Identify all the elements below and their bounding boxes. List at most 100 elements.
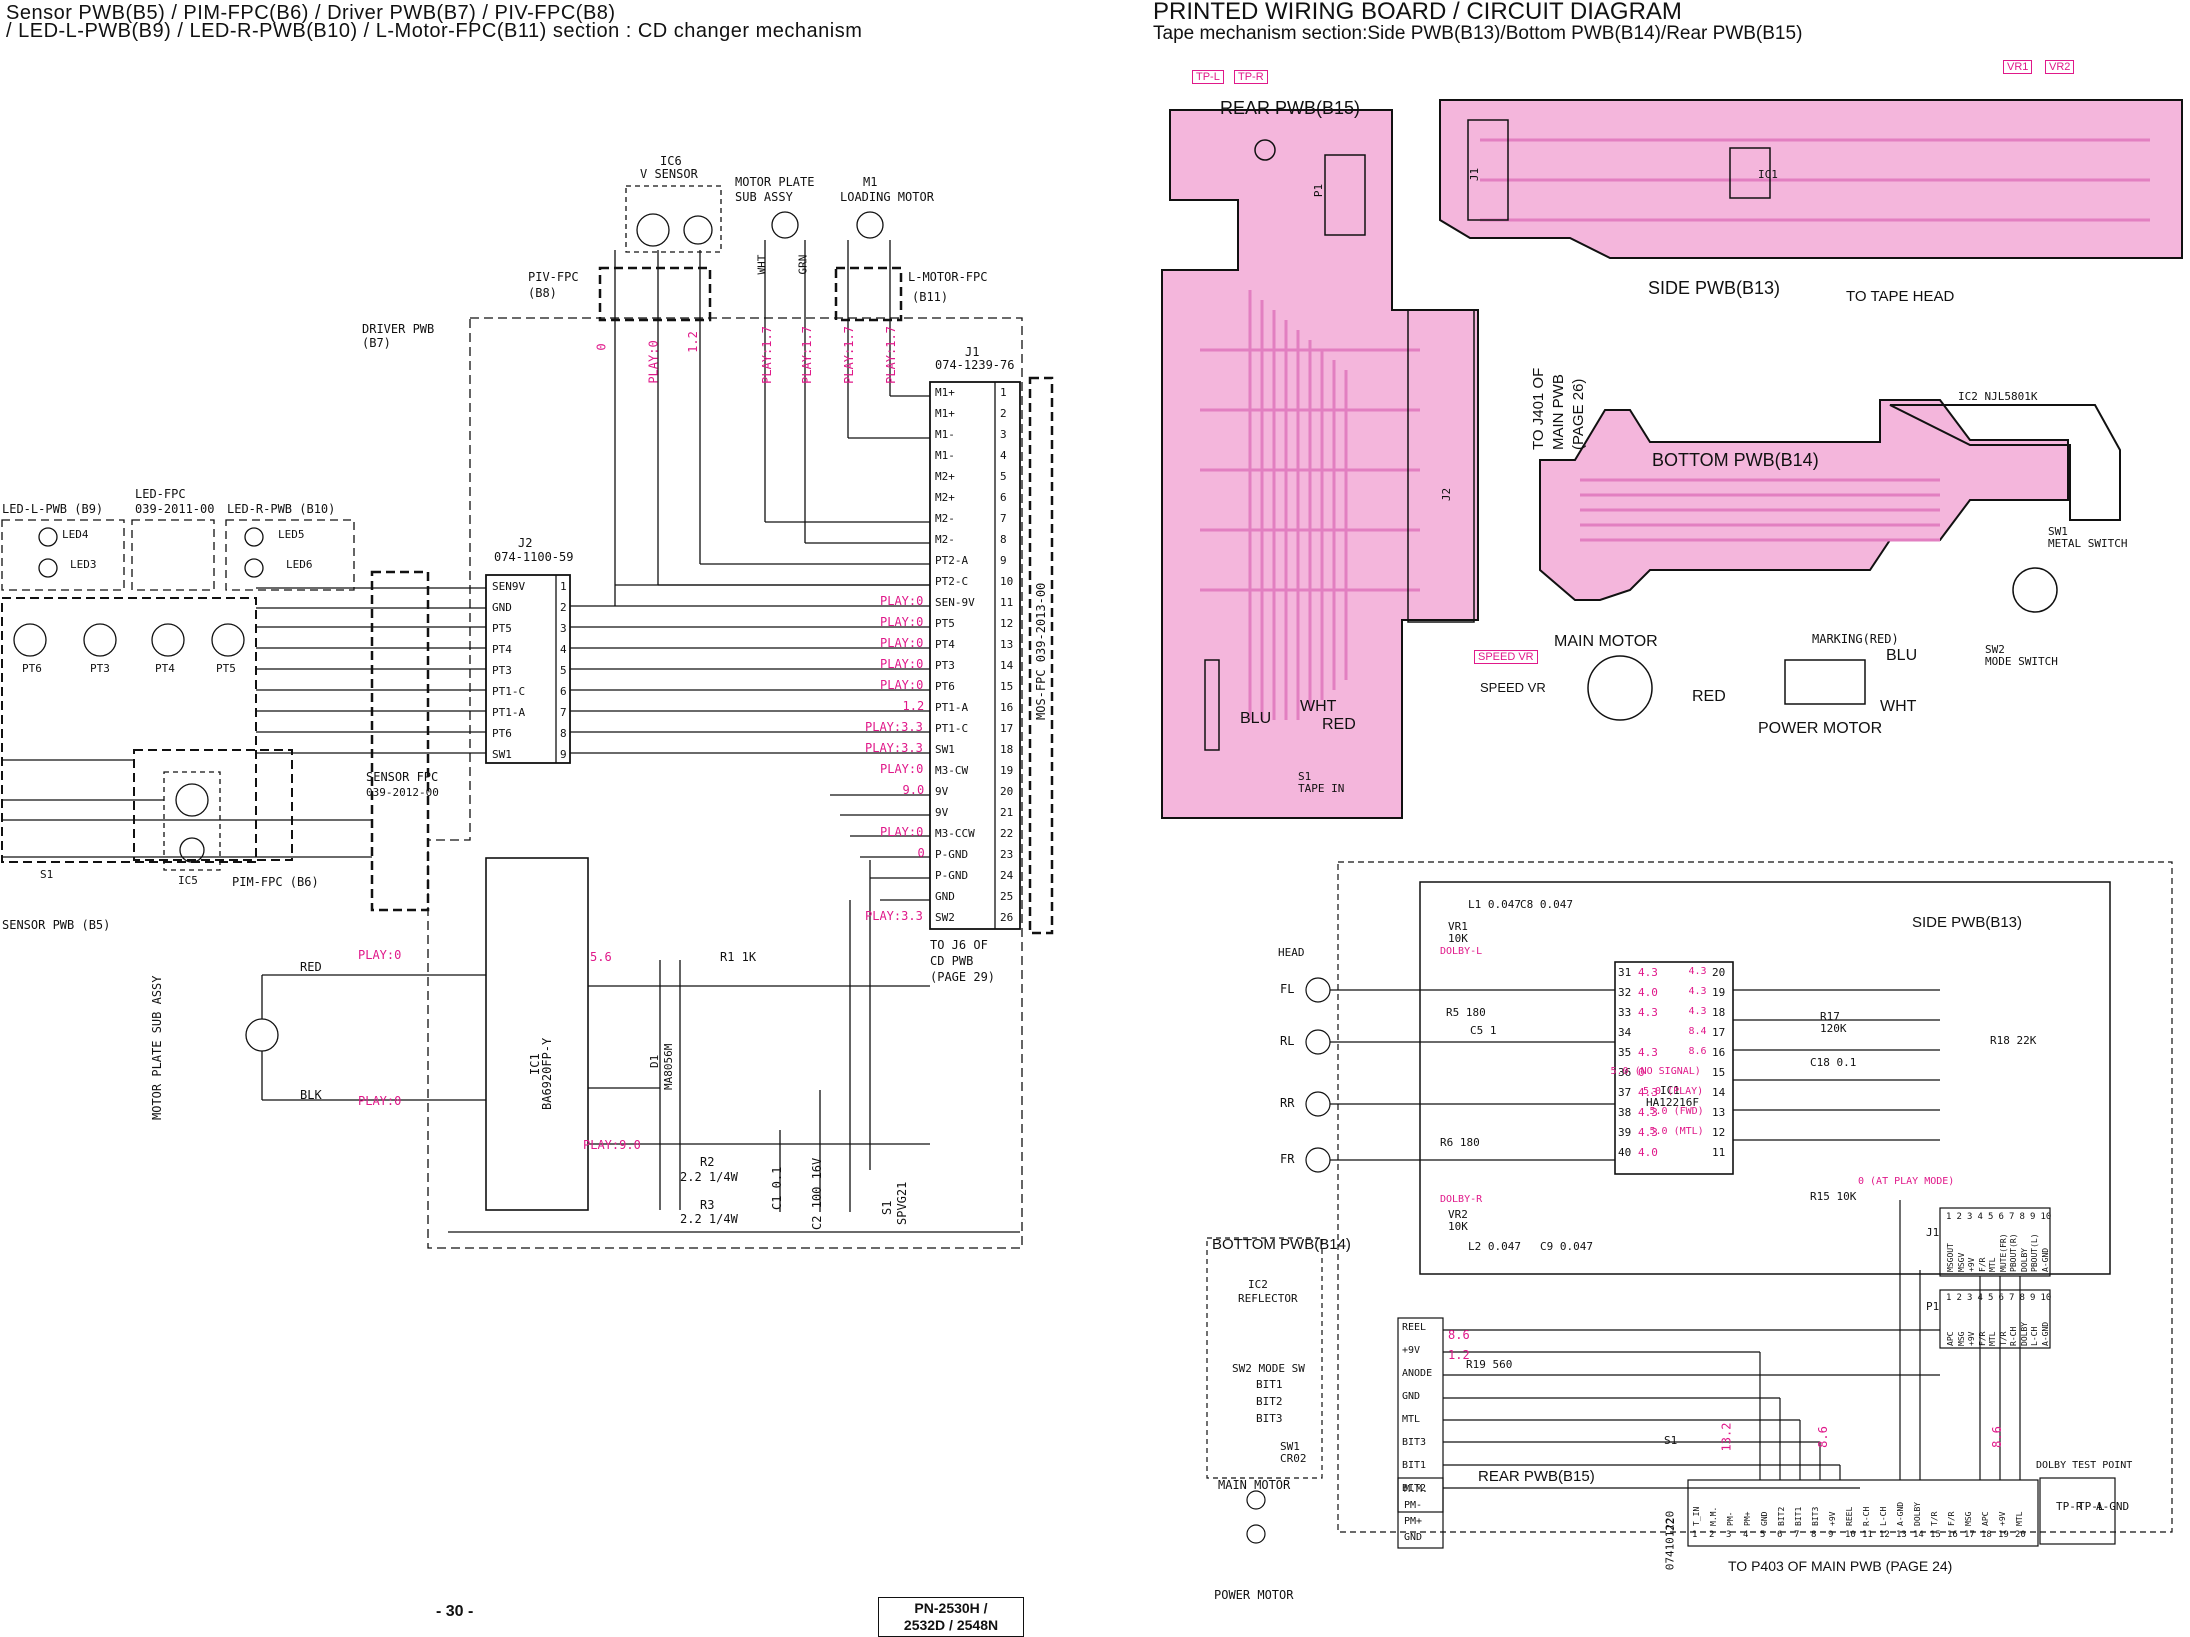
motor-pin: M.M. (1404, 1484, 1429, 1495)
pt4-label: PT4 (155, 662, 175, 675)
j2-rear-pin-signal: T/R (1930, 1511, 1939, 1526)
j1-pin-signal: P-GND (935, 848, 969, 861)
p1-side-pin-number: 1 (1946, 1293, 1952, 1303)
j1-pin-signal: M1+ (935, 407, 955, 420)
j1-pin-voltage: PLAY:0 (880, 678, 924, 692)
j1-pin-signal: M2- (935, 533, 955, 546)
j1-pin-number: 2 (1000, 407, 1007, 420)
p1-side-pin-number: 10 (2040, 1293, 2052, 1303)
dolby-test-label: DOLBY TEST POINT (2036, 1460, 2133, 1471)
c18-label: C18 0.1 (1810, 1056, 1857, 1069)
c9-label: C9 0.047 (1540, 1240, 1593, 1253)
j2-rear-pin-signal: MSG (1964, 1511, 1973, 1526)
vr1-value: 10K (1448, 932, 1468, 945)
j2-pin-signal: PT6 (492, 727, 512, 740)
j1-pin-number: 1 (1000, 386, 1007, 399)
j2-rear-pin-signal: PM- (1726, 1511, 1735, 1526)
speed-vr-tag: SPEED VR (1474, 650, 1538, 664)
j1-pin-voltage: PLAY:0 (880, 594, 924, 608)
j1-pin-number: 24 (1000, 869, 1014, 882)
j2-rear-pin-number: 11 (1862, 1530, 1873, 1540)
led-fpc-label: LED-FPC (135, 487, 186, 501)
ic1-pin-right: 17 (1712, 1026, 1726, 1039)
motor-pin: GND (1404, 1532, 1423, 1543)
mode-switch-label: MODE SWITCH (1985, 655, 2058, 668)
j2-rear-pin-signal: R-CH (1862, 1506, 1871, 1526)
j1-pin-voltage: 9.0 (902, 783, 925, 797)
j2-rear-pin-signal: T_IN (1692, 1506, 1701, 1526)
ic1-pin-left-voltage: 4.0 (1638, 1146, 1658, 1159)
j2-rear-pin-signal: +9V (1998, 1511, 2007, 1526)
j2-pin-number: 7 (560, 706, 567, 719)
sub-assy-label: SUB ASSY (735, 190, 793, 204)
l1-label: L1 0.047 (1468, 898, 1521, 911)
vr1-schem-label: VR1 (1448, 920, 1468, 933)
v86-label: 8.6 (1448, 1328, 1470, 1342)
j2-rear-pin-number: 7 (1794, 1530, 1800, 1540)
j1-pin-number: 5 (1000, 470, 1007, 483)
j1-pin-number: 7 (1000, 512, 1007, 525)
s1-label: S1 (40, 868, 54, 881)
j2-rear-pin-signal: REEL (1845, 1506, 1854, 1526)
ic1-pin-right-voltage: 8.4 (1688, 1026, 1707, 1037)
ic1-pin-left-voltage: 4.0 (1638, 986, 1658, 999)
tp-l-schem-label: TP-L (2078, 1500, 2105, 1513)
j1-pin-signal: M2+ (935, 491, 955, 504)
j1-pin-number: 26 (1000, 911, 1014, 924)
c8-label: C8 0.047 (1520, 898, 1573, 911)
v12-label: 1.2 (1448, 1348, 1470, 1362)
ic1-pin-left: 40 (1618, 1146, 1632, 1159)
j1-side-pin-signal: F/R (1977, 1257, 1987, 1272)
ic1-pin-right-voltage: 5.0 (MTL) (1649, 1126, 1704, 1137)
j2-pin-signal: PT5 (492, 622, 512, 635)
ic1-pin-right: 12 (1712, 1126, 1726, 1139)
ic1-pin-left: 33 (1618, 1006, 1632, 1019)
reflector-label: REFLECTOR (1238, 1292, 1298, 1305)
j2-rear-pin-number: 18 (1981, 1530, 1992, 1540)
red-lead-label: RED (1692, 688, 1726, 705)
tp-r-schem-label: TP-R (2056, 1500, 2083, 1513)
p1-side-pin-number: 5 (1988, 1293, 1994, 1303)
j2-rear-pin-number: 19 (1998, 1530, 2009, 1540)
main-motor-schem-label: MAIN MOTOR (1218, 1478, 1291, 1492)
j1-side-pin-signal: PBOUT(R) (2009, 1233, 2018, 1272)
dolby-l-label: DOLBY-L (1440, 946, 1483, 957)
j2-rear-pin-signal: PM+ (1743, 1511, 1752, 1526)
j1-pin-signal: PT3 (935, 659, 955, 672)
ic1-pin-left: 36 (1618, 1066, 1632, 1079)
j1-side-pin-number: 1 (1946, 1212, 1952, 1222)
j2-pin-signal: PT1-C (492, 685, 526, 698)
j2-pin-number: 5 (560, 664, 567, 677)
ic1-pin-left-voltage: 4.3 (1638, 966, 1658, 979)
motor-plate-sub-label: MOTOR PLATE SUB ASSY (150, 975, 164, 1121)
s1b-label: S1 (880, 1200, 894, 1215)
ic1-pin-right: 13 (1712, 1106, 1726, 1119)
j2-rear-pin-number: 17 (1964, 1530, 1975, 1540)
ic1-pin-left: 35 (1618, 1046, 1632, 1059)
side-pwb-title: SIDE PWB(B13) (1648, 278, 1781, 298)
p1-side-pin-number: 6 (1998, 1293, 2004, 1303)
j1-pin-voltage: PLAY:3.3 (865, 720, 923, 734)
j1-pin-signal: SEN-9V (935, 596, 975, 609)
j1-pin-number: 17 (1000, 722, 1014, 735)
j1-pin-number: 15 (1000, 680, 1014, 693)
speed-vr-label: SPEED VR (1480, 680, 1546, 695)
j2-rear-pin-number: 12 (1879, 1530, 1890, 1540)
j2-pin-number: 4 (560, 643, 567, 656)
j2-rear-pin-signal: L-CH (1879, 1506, 1888, 1526)
j2-pin-signal: PT3 (492, 664, 512, 677)
d1-part: MA8056M (662, 1043, 675, 1090)
blk-wire-label: BLK (300, 1088, 322, 1102)
j1-pin-signal: PT2-C (935, 575, 969, 588)
motor-pin: PM+ (1404, 1516, 1423, 1527)
j2-rear-pin-number: 16 (1947, 1530, 1958, 1540)
j1-pin-number: 25 (1000, 890, 1014, 903)
ic1-pin-left-voltage: 4.3 (1638, 1086, 1658, 1099)
tp-l-tag: TP-L (1192, 70, 1224, 84)
ic1-pin-right: 19 (1712, 986, 1726, 999)
j2-rear-pin-number: 5 (1760, 1530, 1766, 1540)
j1-side-pin-signal: PBOUT(L) (2030, 1233, 2039, 1272)
p1-side-pin-signal: A-GND (2040, 1321, 2050, 1346)
sensor-fpc-part: 039-2012-00 (366, 786, 439, 799)
j2-pcb-label: J2 (1440, 487, 1454, 502)
